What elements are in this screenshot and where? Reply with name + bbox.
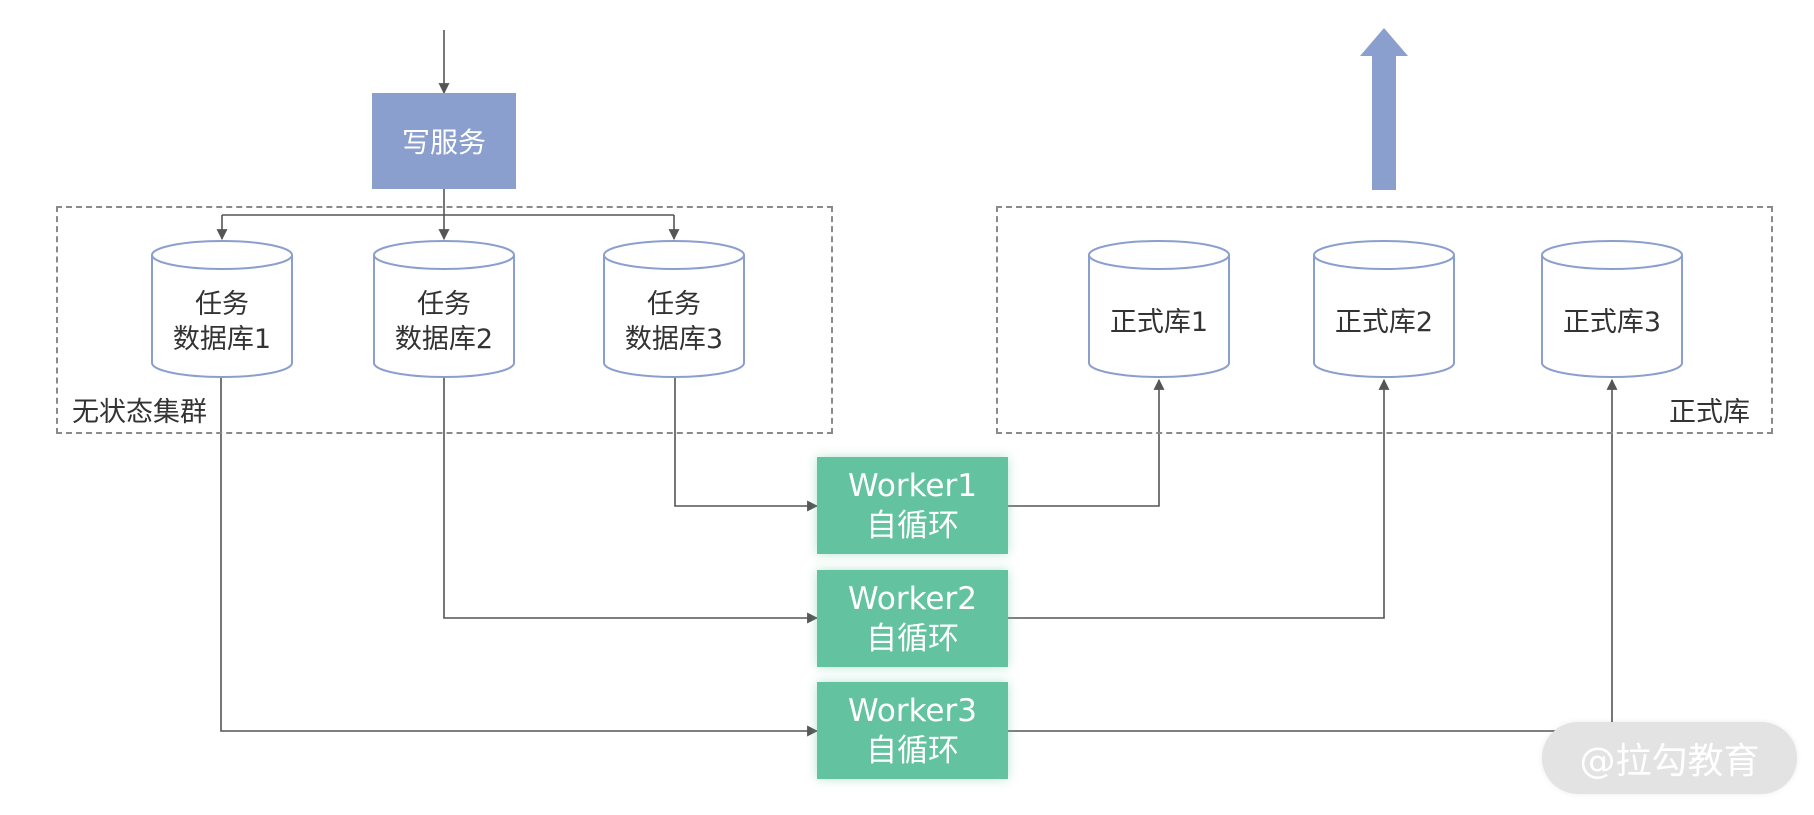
task-db-1-line2: 数据库1: [172, 324, 272, 355]
formal-db-2: 正式库2: [1312, 239, 1456, 379]
formal-db-3-label: 正式库3: [1562, 306, 1662, 338]
write-service-node: 写服务: [372, 93, 516, 189]
cylinder-icon: [1088, 240, 1230, 378]
worker-1-name: Worker1: [848, 467, 977, 504]
formal-cluster-label: 正式库: [1669, 397, 1750, 428]
worker-3-name: Worker3: [848, 692, 977, 729]
worker-2-node: Worker2 自循环: [817, 570, 1008, 667]
db1-to-worker3: [220, 378, 819, 737]
formal-db-3: 正式库3: [1540, 239, 1684, 379]
task-db-1-line1: 任务: [195, 289, 249, 320]
cylinder-icon: [373, 240, 515, 378]
task-db-1: 任务 数据库1: [150, 239, 294, 379]
cylinder-icon: [151, 240, 293, 378]
write-service-label: 写服务: [401, 126, 486, 159]
cylinder-icon: [1313, 240, 1455, 378]
worker-2-name: Worker2: [848, 580, 977, 617]
worker-3-desc: 自循环: [866, 732, 959, 769]
formal-db-1: 正式库1: [1087, 239, 1231, 379]
task-db-3-line1: 任务: [647, 289, 701, 320]
formal-db-2-label: 正式库2: [1334, 306, 1434, 338]
worker-2-desc: 自循环: [866, 620, 959, 657]
cylinder-icon: [1541, 240, 1683, 378]
formal-cluster-box: [996, 206, 1773, 434]
stateless-cluster-box: [56, 206, 833, 434]
task-db-3-line2: 数据库3: [624, 324, 724, 355]
watermark-text: @拉勾教育: [1579, 741, 1760, 782]
task-db-2: 任务 数据库2: [372, 239, 516, 379]
worker-1-node: Worker1 自循环: [817, 457, 1008, 554]
formal-db-1-label: 正式库1: [1109, 306, 1209, 338]
worker-1-desc: 自循环: [866, 507, 959, 544]
output-up-arrow: [1360, 28, 1408, 190]
worker1-to-formal1: [1008, 378, 1165, 507]
db3-to-worker1: [674, 378, 819, 512]
stateless-cluster-label: 无状态集群: [72, 397, 207, 428]
worker-3-node: Worker3 自循环: [817, 682, 1008, 779]
task-db-3: 任务 数据库3: [602, 239, 746, 379]
worker2-to-formal2: [1008, 378, 1390, 619]
task-db-2-line1: 任务: [417, 289, 471, 320]
watermark: @拉勾教育: [1542, 722, 1797, 794]
cylinder-icon: [603, 240, 745, 378]
task-db-2-line2: 数据库2: [394, 324, 494, 355]
db2-to-worker2: [443, 378, 819, 624]
